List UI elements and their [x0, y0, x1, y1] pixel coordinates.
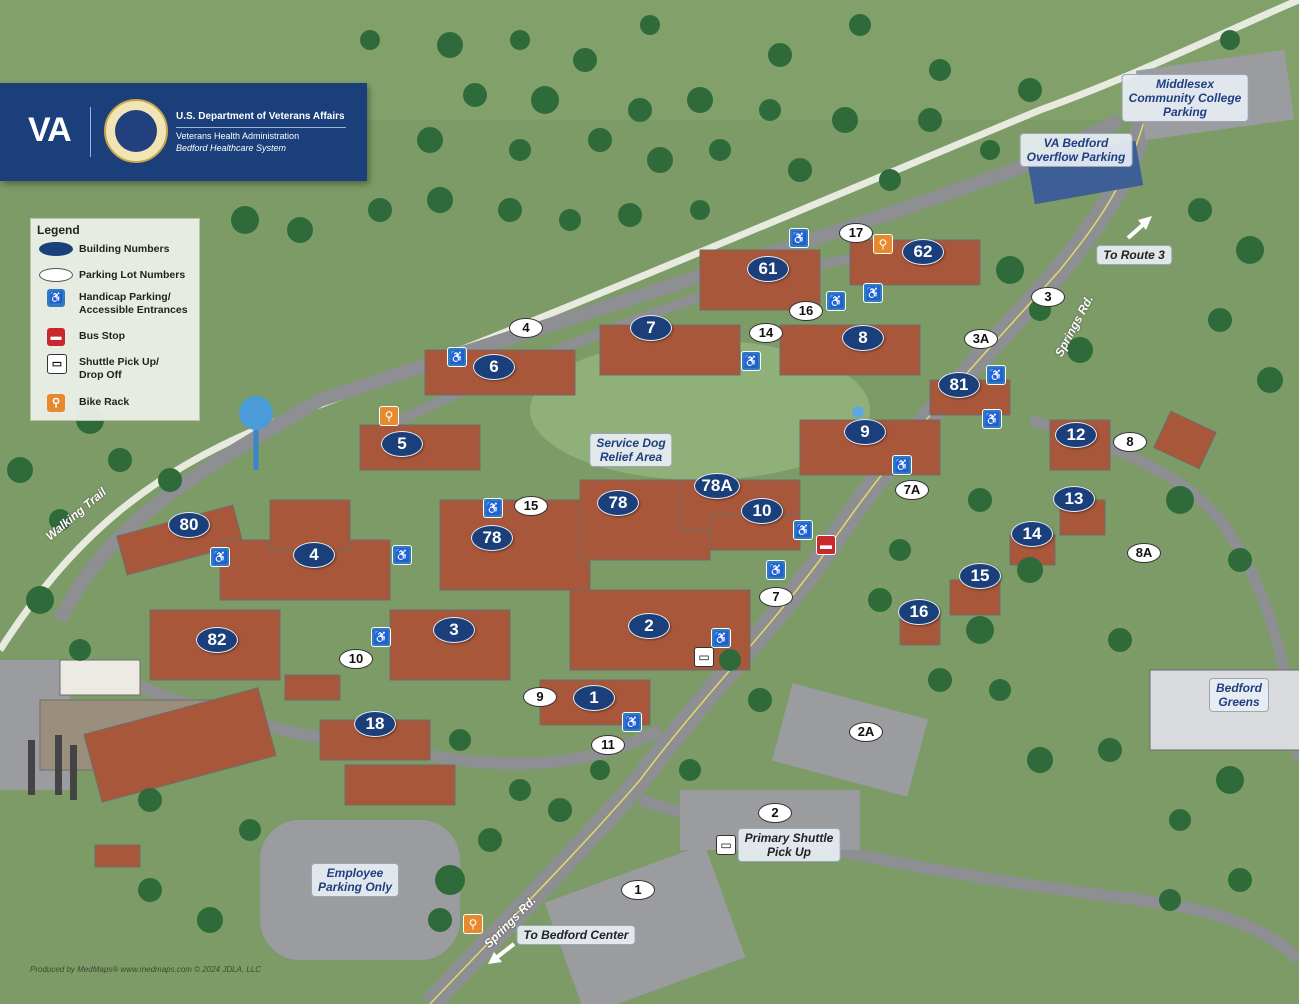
shuttle-icon: ▭: [716, 835, 736, 855]
va-seal-icon: [104, 99, 168, 163]
bike-rack-icon: ⚲: [463, 914, 483, 934]
building-marker[interactable]: 15: [959, 563, 1001, 589]
handicap-icon: ♿: [986, 365, 1006, 385]
building-marker[interactable]: 4: [293, 542, 335, 568]
handicap-icon: ♿: [766, 560, 786, 580]
trees: [7, 14, 1283, 933]
handicap-icon: ♿: [447, 347, 467, 367]
parking-lot-marker[interactable]: 16: [789, 301, 823, 321]
building-marker[interactable]: 10: [741, 498, 783, 524]
building-marker[interactable]: 13: [1053, 486, 1095, 512]
building-marker[interactable]: 1: [573, 685, 615, 711]
legend-title: Legend: [37, 223, 80, 237]
building-marker[interactable]: 6: [473, 354, 515, 380]
building-marker[interactable]: 9: [844, 419, 886, 445]
arrow-to-bedford-center: [494, 942, 516, 960]
bike-rack-icon: ⚲: [379, 406, 399, 426]
parking-lot-marker[interactable]: 1: [621, 880, 655, 900]
parking-lot-marker[interactable]: 8: [1113, 432, 1147, 452]
building-marker[interactable]: 80: [168, 512, 210, 538]
building-marker[interactable]: 3: [433, 617, 475, 643]
building-marker[interactable]: 81: [938, 372, 980, 398]
parking-lot-marker[interactable]: 2A: [849, 722, 883, 742]
to-bedford-center-label: To Bedford Center: [516, 925, 636, 945]
parking-lot-marker[interactable]: 7A: [895, 480, 929, 500]
parking-lot-marker[interactable]: 9: [523, 687, 557, 707]
building-marker[interactable]: 78: [597, 490, 639, 516]
building-marker[interactable]: 16: [898, 599, 940, 625]
header-rule: [176, 127, 346, 128]
building-marker[interactable]: 8: [842, 325, 884, 351]
handicap-icon: ♿: [711, 628, 731, 648]
healthcare-system-name: Bedford Healthcare System: [176, 143, 287, 153]
parking-lot-marker[interactable]: 3A: [964, 329, 998, 349]
handicap-icon: ♿: [789, 228, 809, 248]
parking-lot-marker[interactable]: 14: [749, 323, 783, 343]
shuttle-icon: ▭: [47, 354, 67, 374]
building-marker[interactable]: 5: [381, 431, 423, 457]
parking-lot-marker[interactable]: 7: [759, 587, 793, 607]
handicap-icon: ♿: [392, 545, 412, 565]
handicap-icon: ♿: [793, 520, 813, 540]
water-tower-tank: [239, 396, 273, 430]
va-header-banner: VA U.S. Department of Veterans Affairs V…: [0, 83, 367, 181]
bike-rack-icon: ⚲: [47, 394, 65, 412]
map-credit: Produced by MedMaps® www.medmaps.com © 2…: [30, 965, 261, 974]
handicap-icon: ♿: [483, 498, 503, 518]
shuttle-icon: ▭: [694, 647, 714, 667]
building-marker[interactable]: 12: [1055, 422, 1097, 448]
building-marker[interactable]: 18: [354, 711, 396, 737]
handicap-icon: ♿: [863, 283, 883, 303]
building-number-swatch: [39, 242, 73, 256]
building-marker[interactable]: 78: [471, 525, 513, 551]
parking-lot-marker[interactable]: 3: [1031, 287, 1065, 307]
parking-lot-marker[interactable]: 2: [758, 803, 792, 823]
building-marker[interactable]: 7: [630, 315, 672, 341]
lot-2a: [772, 683, 928, 797]
springs-road-centerline: [429, 99, 1151, 1004]
header-divider: [90, 107, 91, 157]
department-name: U.S. Department of Veterans Affairs: [176, 111, 345, 122]
administration-name: Veterans Health Administration: [176, 131, 300, 141]
bus-stop-icon: ▬: [47, 328, 65, 346]
handicap-icon: ♿: [371, 627, 391, 647]
handicap-icon: ♿: [741, 351, 761, 371]
handicap-icon: ♿: [826, 291, 846, 311]
parking-lot-marker[interactable]: 17: [839, 223, 873, 243]
parking-lot-swatch: [39, 268, 73, 282]
map-legend: Legend Building Numbers Parking Lot Numb…: [30, 218, 200, 421]
handicap-icon: ♿: [622, 712, 642, 732]
handicap-icon: ♿: [892, 455, 912, 475]
va-logo-text: VA: [28, 111, 72, 149]
smokestacks: [28, 735, 77, 800]
fountain: [852, 406, 864, 418]
parking-lot-marker[interactable]: 15: [514, 496, 548, 516]
arrow-to-route-3-head: [1138, 216, 1152, 230]
building-marker[interactable]: 61: [747, 256, 789, 282]
parking-lot-marker[interactable]: 8A: [1127, 543, 1161, 563]
to-route-3-label: To Route 3: [1096, 245, 1172, 265]
handicap-icon: ♿: [210, 547, 230, 567]
building-marker[interactable]: 78A: [694, 473, 740, 499]
walking-trail: [0, 0, 1299, 652]
lot-1: [544, 844, 746, 1004]
parking-lot-marker[interactable]: 11: [591, 735, 625, 755]
building-marker[interactable]: 62: [902, 239, 944, 265]
building-marker[interactable]: 82: [196, 627, 238, 653]
handicap-icon: ♿: [47, 289, 65, 307]
building-marker[interactable]: 2: [628, 613, 670, 639]
parking-lot-marker[interactable]: 4: [509, 318, 543, 338]
arrow-to-bedford-center-head: [488, 952, 502, 964]
bus-stop-icon: ▬: [816, 535, 836, 555]
parking-lot-marker[interactable]: 10: [339, 649, 373, 669]
bike-rack-icon: ⚲: [873, 234, 893, 254]
building-marker[interactable]: 14: [1011, 521, 1053, 547]
handicap-icon: ♿: [982, 409, 1002, 429]
